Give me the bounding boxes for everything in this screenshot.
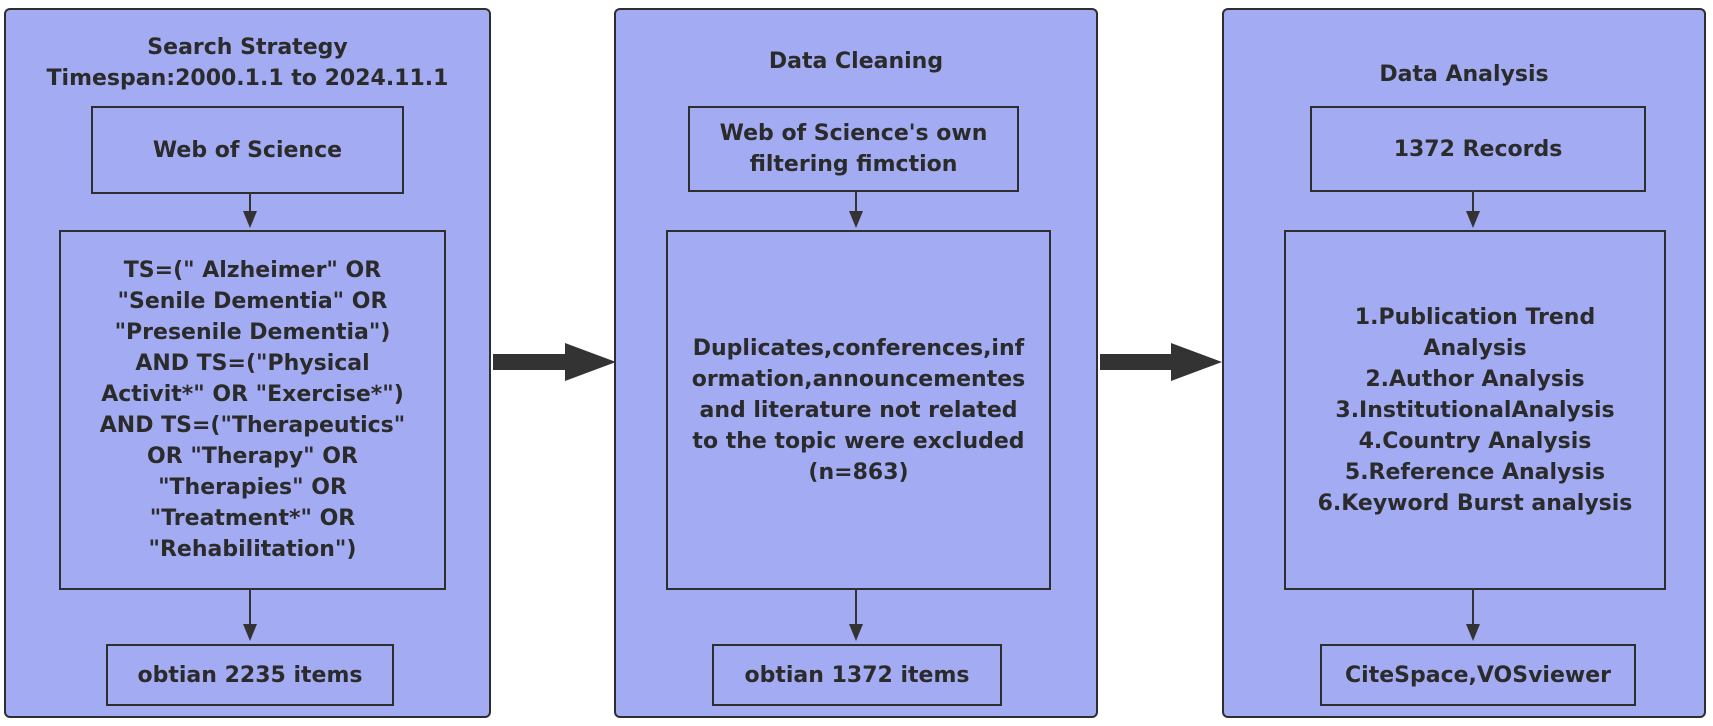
arrow-right-icon: [493, 343, 616, 381]
web-of-science-box: Web of Science: [91, 106, 404, 194]
exclusion-criteria-text: Duplicates,conferences,inf ormation,anno…: [691, 335, 1026, 485]
tools-label: CiteSpace,VOSviewer: [1345, 662, 1611, 688]
cleaning-result-box: obtian 1372 items: [712, 644, 1002, 706]
search-strategy-title: Search Strategy Timespan:2000.1.1 to 202…: [46, 35, 449, 91]
arrow-right-icon: [1100, 343, 1222, 381]
wos-filter-box: Web of Science's own filtering fimction: [688, 106, 1019, 192]
wos-filter-label: Web of Science's own filtering fimction: [719, 121, 988, 177]
records-box: 1372 Records: [1310, 106, 1646, 192]
data-cleaning-title: Data Cleaning: [768, 49, 944, 74]
analysis-methods-box: 1.Publication Trend Analysis 2.Author An…: [1284, 230, 1666, 590]
web-of-science-label: Web of Science: [152, 137, 343, 163]
search-result-box: obtian 2235 items: [106, 644, 394, 706]
analysis-methods-text: 1.Publication Trend Analysis 2.Author An…: [1317, 304, 1633, 516]
search-query-box: TS=(" Alzheimer" OR "Senile Dementia" OR…: [59, 230, 446, 590]
cleaning-result-label: obtian 1372 items: [744, 662, 970, 688]
data-analysis-panel: Data Analysis 1372 Records 1.Publication…: [1222, 8, 1706, 718]
exclusion-criteria-box: Duplicates,conferences,inf ormation,anno…: [666, 230, 1051, 590]
search-result-label: obtian 2235 items: [137, 662, 363, 688]
data-analysis-title: Data Analysis: [1379, 62, 1549, 87]
tools-box: CiteSpace,VOSviewer: [1320, 644, 1636, 706]
search-query-text: TS=(" Alzheimer" OR "Senile Dementia" OR…: [99, 258, 406, 562]
search-strategy-panel: Search Strategy Timespan:2000.1.1 to 202…: [4, 8, 491, 718]
data-cleaning-panel: Data Cleaning Web of Science's own filte…: [614, 8, 1098, 718]
records-label: 1372 Records: [1393, 136, 1563, 162]
